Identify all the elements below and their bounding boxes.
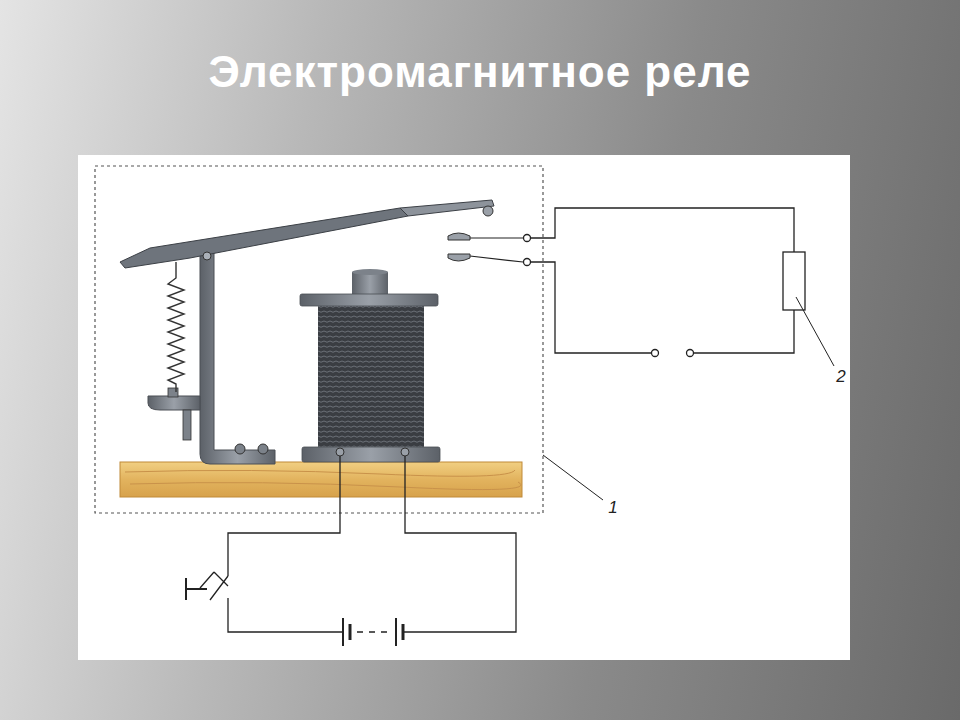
coil-terminal <box>401 448 409 456</box>
battery-plate <box>402 624 405 640</box>
battery-plate <box>395 618 397 646</box>
contact-spring <box>400 200 494 216</box>
anchor-post <box>183 410 191 440</box>
moving-contact <box>483 206 493 216</box>
battery-plate <box>342 618 344 646</box>
wire <box>228 456 340 576</box>
switch-terminal <box>652 350 659 357</box>
push-button-contact <box>200 572 228 600</box>
coil-terminal <box>336 448 344 456</box>
wire <box>531 208 794 252</box>
spring-anchor <box>148 396 200 410</box>
battery-plate <box>349 624 352 640</box>
coil-winding <box>318 306 424 448</box>
armature-bracket <box>200 246 275 464</box>
pivot <box>203 252 211 260</box>
iron-core-top <box>352 269 388 275</box>
leader-line <box>796 297 834 366</box>
wire <box>470 237 523 238</box>
slide-title: Электромагнитное реле <box>208 47 751 97</box>
relay-boundary <box>95 166 543 513</box>
coil-circuit <box>186 456 516 646</box>
wooden-base <box>120 462 522 497</box>
callout-number: 1 <box>608 498 617 518</box>
terminal <box>524 259 531 266</box>
switch-terminal <box>687 350 694 357</box>
callout-number: 2 <box>836 367 845 387</box>
load-circuit <box>524 208 835 500</box>
wire <box>531 262 651 353</box>
armature-lever <box>120 208 408 268</box>
wire <box>694 310 794 353</box>
coil-top-flange <box>300 294 438 306</box>
wire <box>228 598 343 632</box>
leader-line <box>543 455 603 500</box>
battery-gap <box>357 631 389 632</box>
white-panel <box>78 155 850 660</box>
push-button <box>186 578 207 600</box>
coil-bottom-flange <box>302 447 440 462</box>
spring <box>168 262 184 392</box>
wood-grain <box>125 470 521 490</box>
screw <box>258 444 268 454</box>
resistor-symbol <box>783 252 805 310</box>
fixed-contact <box>448 233 470 240</box>
fixed-contact <box>448 254 470 261</box>
terminal <box>524 235 531 242</box>
screw <box>235 444 245 454</box>
wire <box>470 256 523 262</box>
wire <box>403 456 516 632</box>
